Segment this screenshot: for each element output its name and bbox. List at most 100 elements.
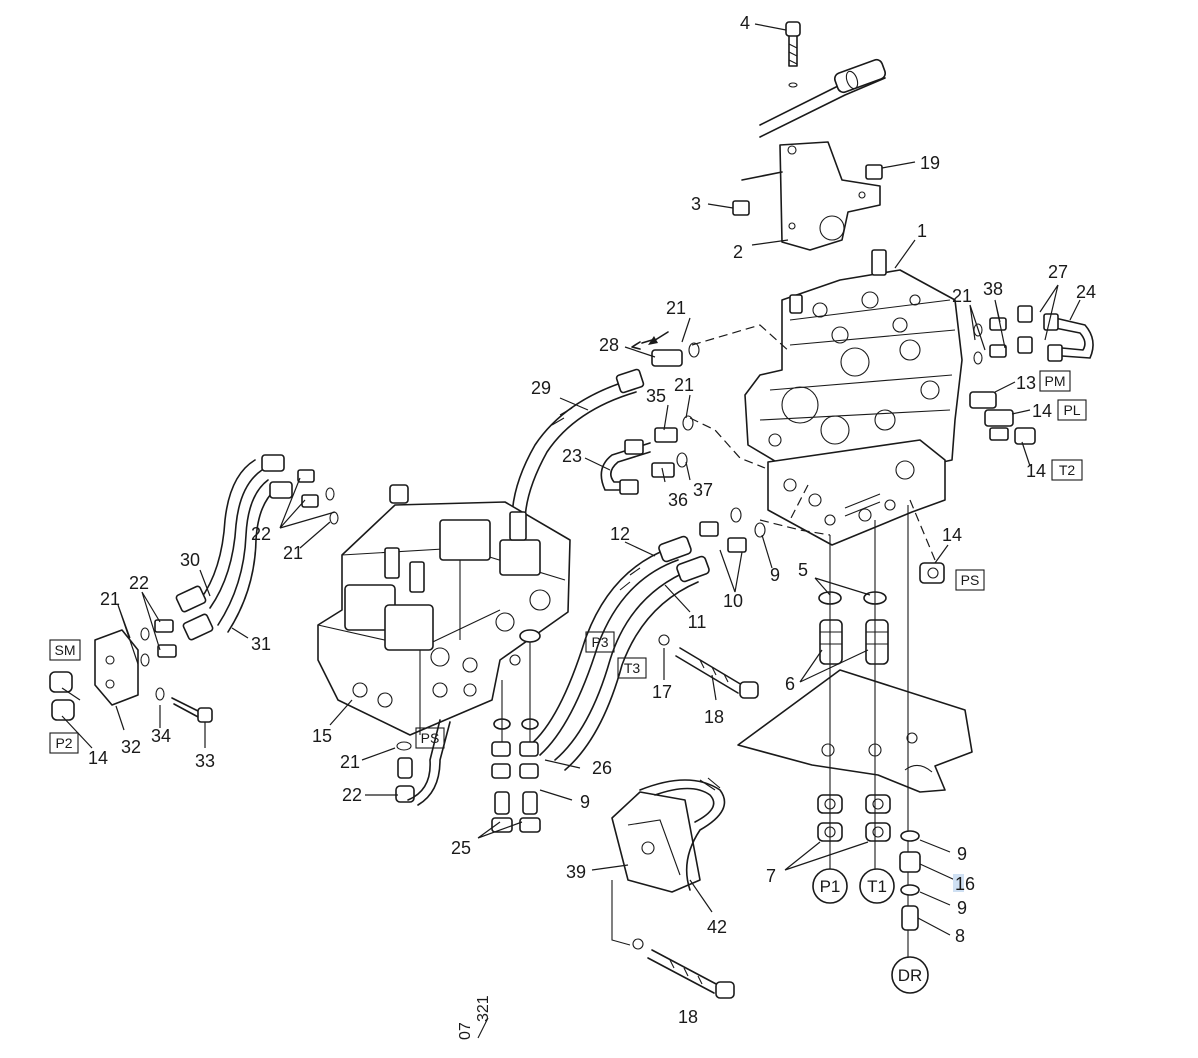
callout-12: 12 <box>610 524 630 544</box>
callout-27: 27 <box>1048 262 1068 282</box>
flow-arrow-icon <box>648 331 669 345</box>
callout-6: 6 <box>785 674 795 694</box>
callout-21-d: 21 <box>283 543 303 563</box>
callout-28: 28 <box>599 335 619 355</box>
callout-19: 19 <box>920 153 940 173</box>
auxiliary-valve-15 <box>317 484 571 736</box>
valve-lower-section <box>767 439 946 546</box>
highlight-selection <box>953 874 964 892</box>
nut-19 <box>865 161 916 180</box>
callout-18-a: 18 <box>704 707 724 727</box>
callout-23: 23 <box>562 446 582 466</box>
lower-left-fittings <box>395 629 541 833</box>
svg-text:T1: T1 <box>867 877 887 896</box>
callout-31: 31 <box>251 634 271 654</box>
fittings-27-38 <box>973 305 1033 365</box>
boxed-label-ps-left: PS <box>415 727 445 749</box>
callout-18-b: 18 <box>678 1007 698 1027</box>
boxed-label-p3: P3 <box>585 631 615 653</box>
nuts-7 <box>817 794 891 842</box>
bolt-4 <box>754 21 801 88</box>
boxed-label-ps-right: PS <box>955 569 985 591</box>
callout-22-b: 22 <box>129 573 149 593</box>
svg-text:PS: PS <box>421 730 440 746</box>
callout-22-a: 22 <box>251 524 271 544</box>
callout-26: 26 <box>592 758 612 778</box>
callout-numbers: 4 19 3 2 1 27 24 21 38 13 14 14 14 21 28… <box>88 13 1096 1027</box>
leader-lines <box>61 239 1081 913</box>
callout-21-f: 21 <box>340 752 360 772</box>
callout-14-b: 14 <box>1026 461 1046 481</box>
junction-block-32 <box>49 619 177 721</box>
boxed-label-t3: T3 <box>617 657 647 679</box>
callout-21-e: 21 <box>100 589 120 609</box>
svg-text:PM: PM <box>1045 373 1066 389</box>
callout-30: 30 <box>180 550 200 570</box>
callout-7: 7 <box>766 866 776 886</box>
svg-text:P3: P3 <box>591 634 608 650</box>
svg-text:SM: SM <box>55 642 76 658</box>
bolt-33 <box>155 687 213 723</box>
callout-9-c: 9 <box>957 844 967 864</box>
svg-text:T2: T2 <box>1059 462 1076 478</box>
port-p1: P1 <box>812 868 848 904</box>
port-t1: T1 <box>859 868 895 904</box>
boxed-label-pl: PL <box>1057 399 1087 421</box>
callout-34: 34 <box>151 726 171 746</box>
callout-35: 35 <box>646 386 666 406</box>
fitting-28 <box>631 339 700 367</box>
fittings-13-14 <box>969 391 1036 445</box>
callout-37: 37 <box>693 480 713 500</box>
callout-14-a: 14 <box>1032 401 1052 421</box>
svg-text:P1: P1 <box>820 877 841 896</box>
fitting-14-ps <box>919 562 945 584</box>
callout-9-b: 9 <box>580 792 590 812</box>
callout-21-b: 21 <box>666 298 686 318</box>
port-dr: DR <box>891 956 929 994</box>
bolt-18-lower <box>611 880 735 999</box>
boxed-label-sm: SM <box>49 639 81 661</box>
hoses-11-12 <box>529 507 766 771</box>
callout-33: 33 <box>195 751 215 771</box>
mounting-bracket-2 <box>741 141 881 251</box>
callout-25: 25 <box>451 838 471 858</box>
svg-text:P2: P2 <box>55 735 72 751</box>
callout-15: 15 <box>312 726 332 746</box>
callout-14-c: 14 <box>942 525 962 545</box>
svg-text:PS: PS <box>961 572 980 588</box>
svg-text:PL: PL <box>1063 402 1080 418</box>
callout-22-c: 22 <box>342 785 362 805</box>
fittings-5-6 <box>818 591 889 665</box>
callout-21-c: 21 <box>674 375 694 395</box>
callout-21-a: 21 <box>952 286 972 306</box>
callout-39: 39 <box>566 862 586 882</box>
control-cable <box>759 58 887 138</box>
callout-32: 32 <box>121 737 141 757</box>
svg-text:DR: DR <box>898 966 923 985</box>
drain-fittings <box>899 830 956 936</box>
callout-13: 13 <box>1016 373 1036 393</box>
callout-38: 38 <box>983 279 1003 299</box>
callout-2: 2 <box>733 242 743 262</box>
drawing-reference: 07 321 <box>457 995 492 1040</box>
hose-29 <box>511 368 645 521</box>
boxed-label-t2: T2 <box>1051 459 1083 481</box>
main-control-valve-1 <box>744 249 963 481</box>
callout-4: 4 <box>740 13 750 33</box>
callout-9-a: 9 <box>770 565 780 585</box>
callout-24: 24 <box>1076 282 1096 302</box>
callout-42: 42 <box>707 917 727 937</box>
callout-5: 5 <box>798 560 808 580</box>
strap-42 <box>639 777 726 891</box>
callout-14-d: 14 <box>88 748 108 768</box>
boxed-label-p2: P2 <box>49 732 79 754</box>
callout-29: 29 <box>531 378 551 398</box>
callout-10: 10 <box>723 591 743 611</box>
svg-text:07: 07 <box>457 1022 474 1040</box>
callout-1: 1 <box>917 221 927 241</box>
bolt-18-upper <box>658 634 759 699</box>
callout-8: 8 <box>955 926 965 946</box>
callout-17: 17 <box>652 682 672 702</box>
